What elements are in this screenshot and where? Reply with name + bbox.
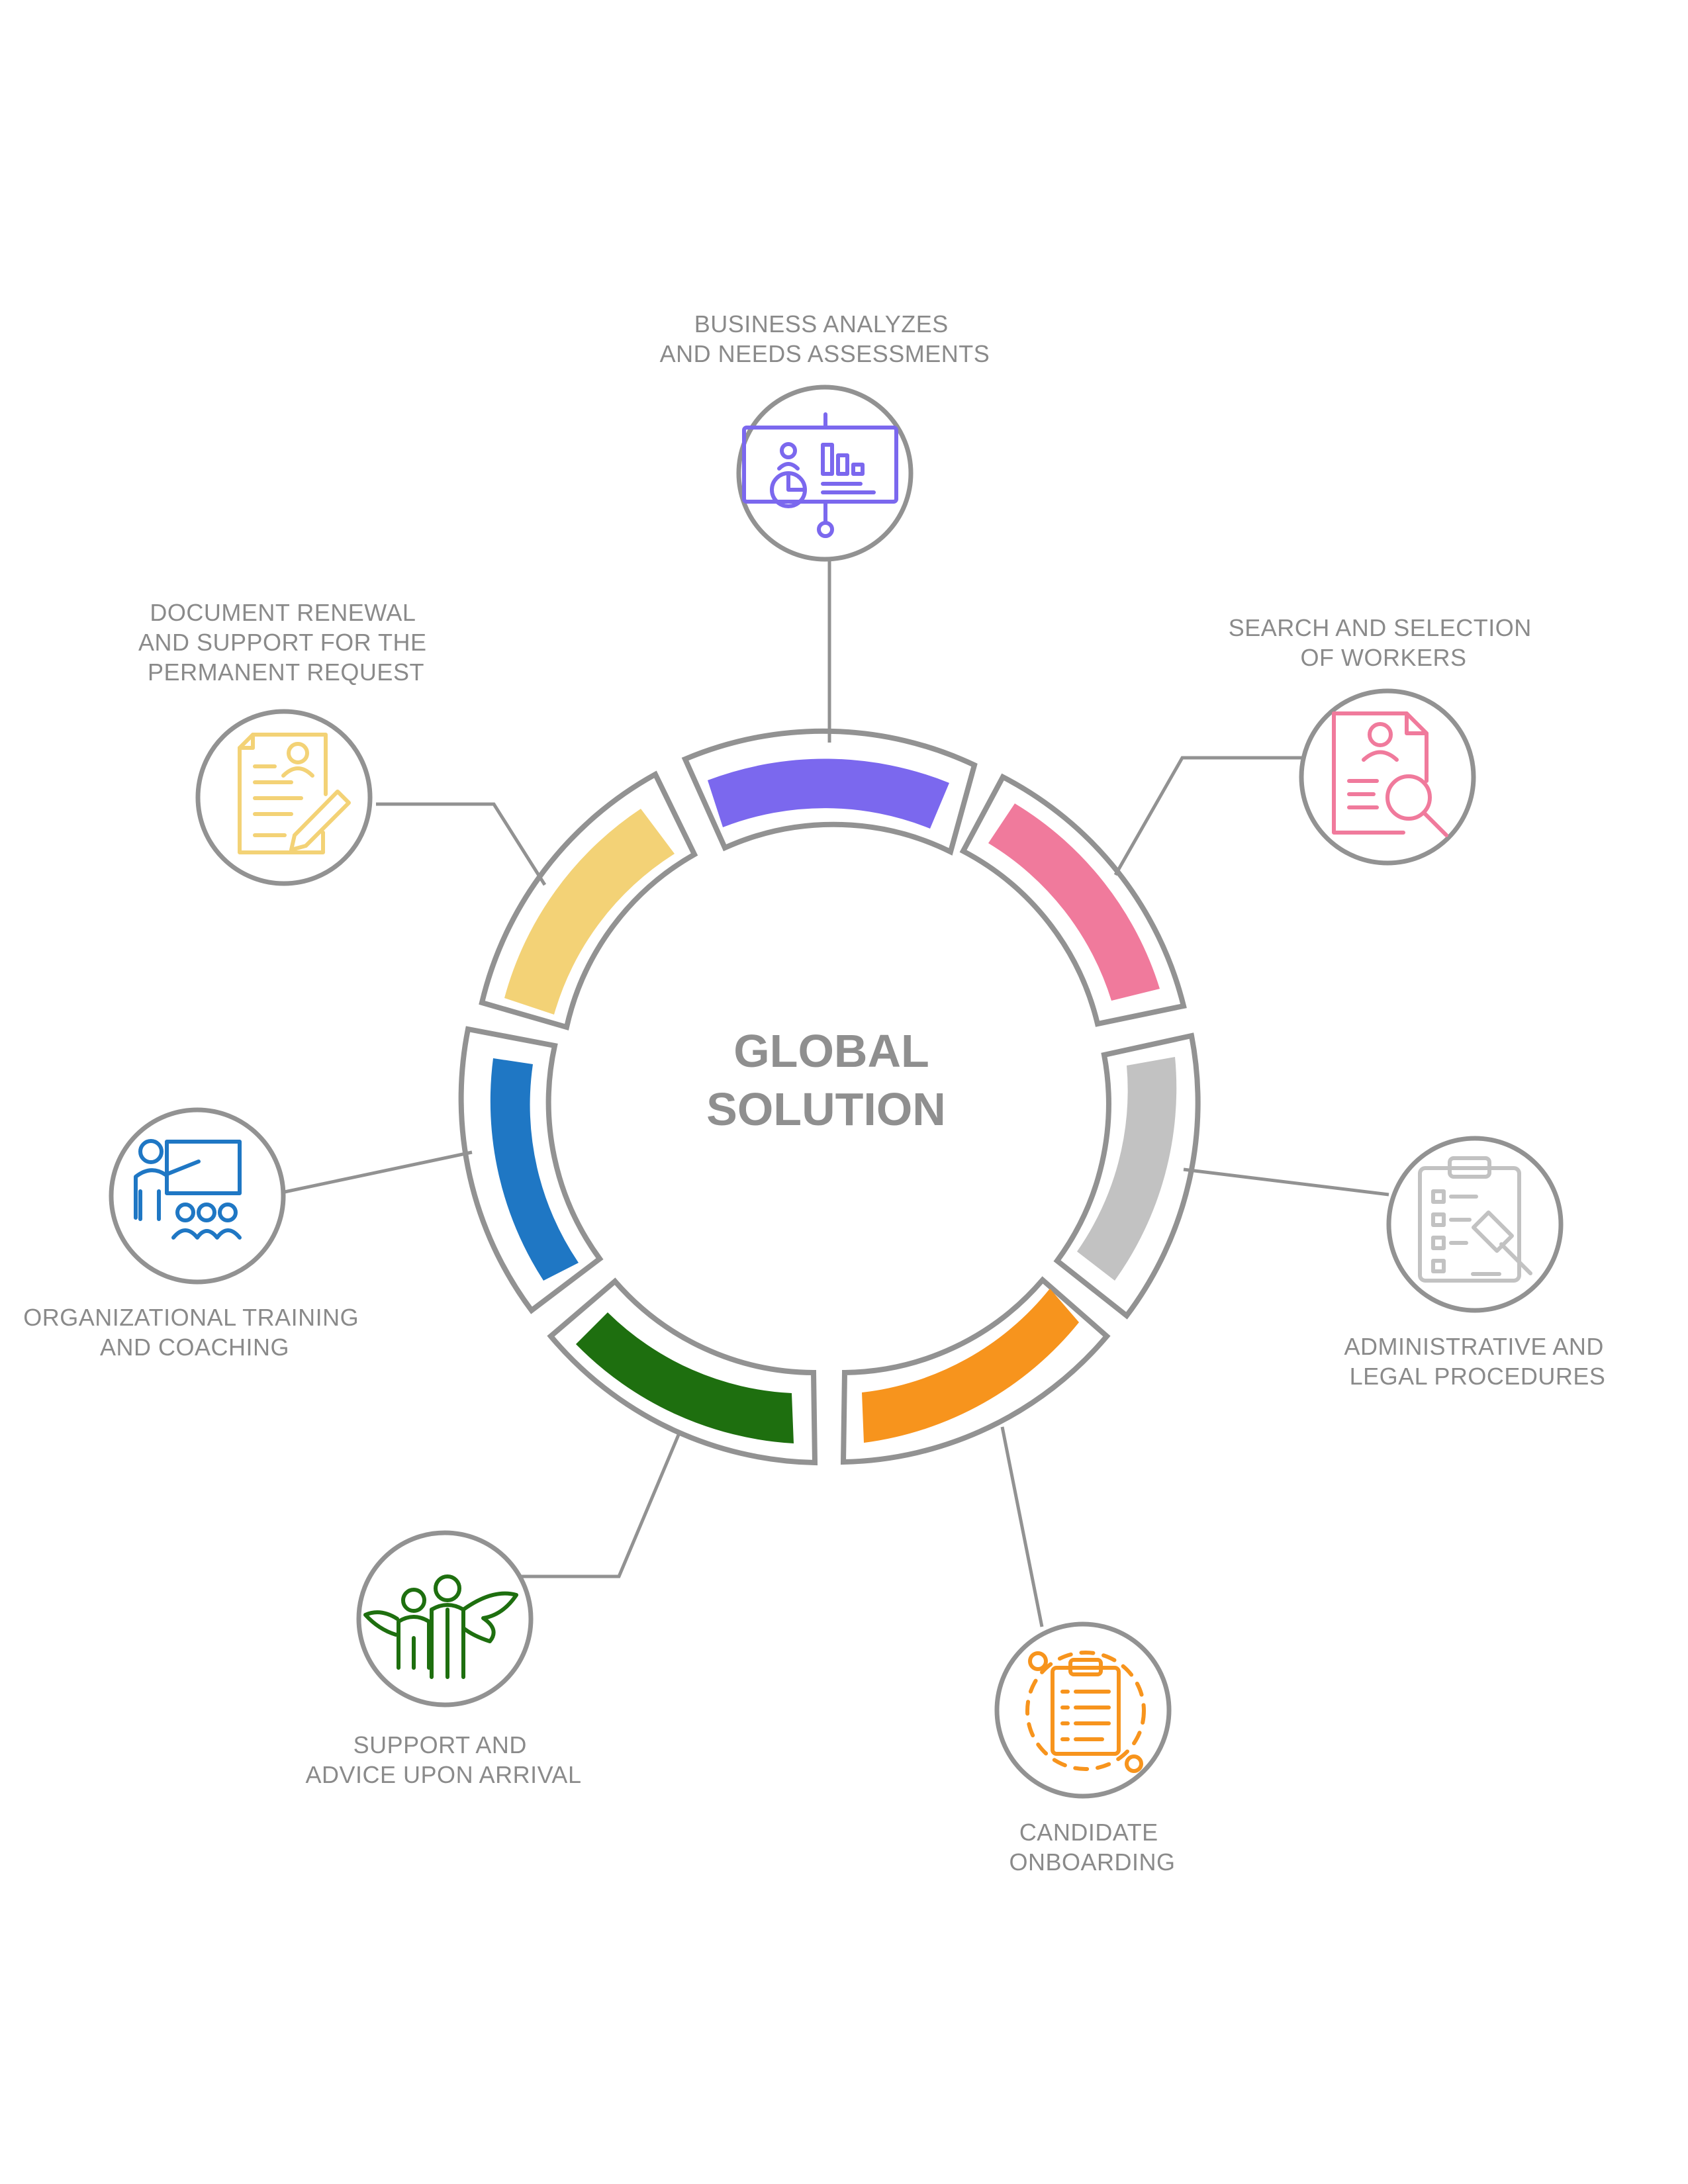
step-document-renewal: DOCUMENT RENEWAL AND SUPPORT FOR THE PER…: [138, 599, 698, 1031]
label-administrative-legal-line1: ADMINISTRATIVE AND: [1344, 1333, 1604, 1360]
ring-frame-search-selection: [959, 773, 1187, 1027]
ring-frame-administrative-legal: [1053, 1032, 1201, 1320]
label-document-renewal-line3: PERMANENT REQUEST: [148, 659, 424, 686]
ring-frame-support-arrival: [547, 1277, 818, 1466]
onboarding-checklist-icon: [1025, 1651, 1146, 1773]
step-candidate-onboarding: CANDIDATE ONBOARDING: [840, 1276, 1175, 1876]
step-training-coaching: ORGANIZATIONAL TRAINING AND COACHING: [23, 1026, 604, 1361]
ring-segment-administrative-legal: [1077, 1057, 1177, 1281]
teacher-audience-icon: [134, 1139, 242, 1240]
connector-candidate-onboarding: [1000, 1426, 1044, 1627]
label-search-selection: SEARCH AND SELECTION OF WORKERS: [1229, 614, 1539, 671]
label-business-analysis: BUSINESS ANALYZES AND NEEDS ASSESSMENTS: [660, 310, 990, 367]
ring-frame-training-coaching: [458, 1026, 604, 1314]
node-support-arrival: [356, 1530, 534, 1707]
ring-segment-candidate-onboarding: [862, 1289, 1079, 1443]
ring-segment-training-coaching: [490, 1058, 579, 1281]
connector-search-selection: [1113, 756, 1303, 876]
label-support-arrival-line2: ADVICE UPON ARRIVAL: [306, 1761, 582, 1788]
presentation-board-icon: [742, 412, 898, 538]
label-search-selection-line1: SEARCH AND SELECTION: [1229, 614, 1532, 641]
label-document-renewal: DOCUMENT RENEWAL AND SUPPORT FOR THE PER…: [138, 599, 434, 686]
label-support-arrival: SUPPORT AND ADVICE UPON ARRIVAL: [306, 1731, 582, 1788]
ring-frame-candidate-onboarding: [840, 1276, 1111, 1465]
center-title: GLOBAL SOLUTION: [706, 1025, 946, 1135]
connector-support-arrival: [519, 1434, 680, 1578]
label-candidate-onboarding-line1: CANDIDATE: [1019, 1819, 1158, 1846]
label-search-selection-line2: OF WORKERS: [1300, 644, 1466, 671]
document-signature-icon: [238, 733, 351, 854]
label-administrative-legal-line2: LEGAL PROCEDURES: [1350, 1363, 1606, 1390]
label-document-renewal-line1: DOCUMENT RENEWAL: [150, 599, 415, 626]
label-training-coaching: ORGANIZATIONAL TRAINING AND COACHING: [23, 1304, 365, 1361]
ring-frame-business-analysis: [681, 728, 978, 856]
label-administrative-legal: ADMINISTRATIVE AND LEGAL PROCEDURES: [1344, 1333, 1611, 1390]
label-candidate-onboarding-line2: ONBOARDING: [1009, 1848, 1175, 1876]
step-business-analysis: BUSINESS ANALYZES AND NEEDS ASSESSMENTS: [660, 310, 990, 856]
connector-training-coaching: [284, 1150, 473, 1194]
step-administrative-legal: ADMINISTRATIVE AND LEGAL PROCEDURES: [1053, 1032, 1611, 1390]
label-training-coaching-line2: AND COACHING: [100, 1334, 289, 1361]
ring-segment-business-analysis: [708, 758, 949, 829]
label-business-analysis-line2: AND NEEDS ASSESSMENTS: [660, 340, 990, 367]
ring-segment-search-selection: [988, 803, 1160, 1001]
ring-segment-document-renewal: [504, 809, 675, 1015]
label-candidate-onboarding: CANDIDATE ONBOARDING: [1009, 1819, 1175, 1876]
step-support-arrival: SUPPORT AND ADVICE UPON ARRIVAL: [306, 1277, 818, 1788]
resume-search-icon: [1332, 711, 1448, 837]
connector-document-renewal: [376, 802, 547, 886]
center-title-line1: GLOBAL: [733, 1025, 929, 1077]
ring-frame-document-renewal: [479, 770, 698, 1031]
ring-segment-support-arrival: [576, 1312, 794, 1443]
label-business-analysis-line1: BUSINESS ANALYZES: [694, 310, 949, 338]
label-document-renewal-line2: AND SUPPORT FOR THE: [138, 629, 427, 656]
node-search-selection: [1299, 688, 1476, 866]
clipboard-gavel-icon: [1418, 1156, 1532, 1283]
connector-administrative-legal: [1183, 1167, 1389, 1197]
center-title-line2: SOLUTION: [706, 1083, 946, 1135]
step-search-selection: SEARCH AND SELECTION OF WORKERS: [959, 614, 1539, 1027]
label-support-arrival-line1: SUPPORT AND: [353, 1731, 527, 1758]
label-training-coaching-line1: ORGANIZATIONAL TRAINING: [23, 1304, 359, 1331]
people-wings-icon: [363, 1574, 518, 1679]
